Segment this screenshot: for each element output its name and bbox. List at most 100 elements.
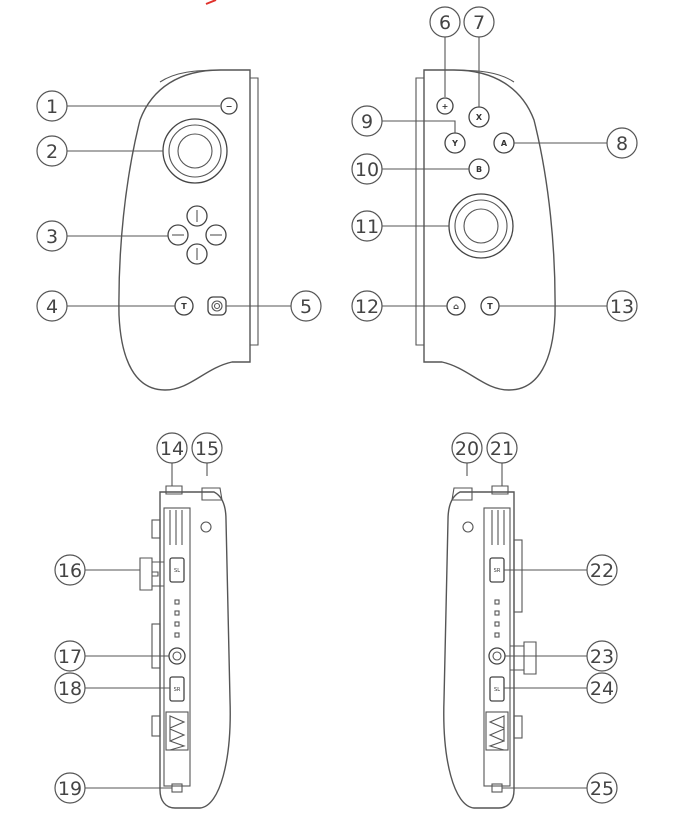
callout-22: 22 [586, 554, 618, 586]
callout-circle-14 [156, 432, 188, 464]
left-controller-front: − T [118, 69, 259, 391]
callout-23: 23 [586, 640, 618, 672]
callout-circle-17 [54, 640, 86, 672]
callout-5: 5 [290, 290, 322, 322]
callout-number-16: 16 [58, 560, 82, 582]
callout-circle-3 [36, 220, 68, 252]
callout-circle-10 [351, 153, 383, 185]
sl-label-right: SL [494, 687, 500, 693]
callout-18: 18 [54, 672, 86, 704]
callout-number-13: 13 [610, 296, 634, 318]
callout-number-12: 12 [355, 296, 379, 318]
callout-15: 15 [191, 432, 223, 464]
callout-circle-2 [36, 135, 68, 167]
callout-number-17: 17 [58, 646, 82, 668]
minus-label: − [226, 102, 233, 111]
callout-number-11: 11 [355, 216, 379, 238]
callout-circle-13 [606, 290, 638, 322]
callout-25: 25 [586, 772, 618, 804]
callout-4: 4 [36, 290, 68, 322]
callout-number-24: 24 [590, 678, 614, 700]
callout-circle-19 [54, 772, 86, 804]
callout-number-20: 20 [455, 438, 479, 460]
callout-circle-9 [351, 105, 383, 137]
callout-number-1: 1 [46, 96, 58, 118]
dpad-buttons[interactable] [167, 205, 227, 265]
sync-button-right[interactable] [488, 647, 506, 665]
callout-circle-21 [486, 432, 518, 464]
callout-number-22: 22 [590, 560, 614, 582]
callout-number-4: 4 [46, 296, 58, 318]
callout-number-10: 10 [355, 159, 379, 181]
callout-circle-22 [586, 554, 618, 586]
callout-2: 2 [36, 135, 68, 167]
right-controller-side: SR SL [443, 485, 537, 809]
minus-button[interactable] [220, 97, 238, 115]
callout-circle-25 [586, 772, 618, 804]
turbo-label-left: T [181, 302, 187, 311]
callout-number-23: 23 [590, 646, 614, 668]
plus-button[interactable] [436, 97, 454, 115]
callout-circle-4 [36, 290, 68, 322]
callout-number-5: 5 [300, 296, 312, 318]
callout-circle-6 [429, 6, 461, 38]
callout-circle-23 [586, 640, 618, 672]
home-label: ⌂ [453, 302, 459, 311]
callout-12: 12 [351, 290, 383, 322]
callout-number-8: 8 [616, 133, 628, 155]
callout-1: 1 [36, 90, 68, 122]
callout-number-7: 7 [473, 12, 485, 34]
b-label: B [476, 165, 482, 174]
callout-number-9: 9 [361, 111, 373, 133]
callout-14: 14 [156, 432, 188, 464]
callout-number-21: 21 [490, 438, 514, 460]
capture-button[interactable] [207, 296, 227, 316]
y-label: Y [451, 139, 458, 148]
callout-number-2: 2 [46, 141, 58, 163]
callout-10: 10 [351, 153, 383, 185]
callout-number-18: 18 [58, 678, 82, 700]
sync-button-left[interactable] [168, 647, 186, 665]
callout-number-25: 25 [590, 778, 614, 800]
callout-17: 17 [54, 640, 86, 672]
callout-8: 8 [606, 127, 638, 159]
callout-circle-24 [586, 672, 618, 704]
callout-6: 6 [429, 6, 461, 38]
callout-number-3: 3 [46, 226, 58, 248]
plus-label: + [442, 102, 449, 111]
callout-7: 7 [463, 6, 495, 38]
left-controller-side: SL SR [139, 485, 231, 809]
callout-circle-5 [290, 290, 322, 322]
sr-button-left[interactable] [169, 676, 185, 702]
callout-number-6: 6 [439, 12, 451, 34]
callout-circle-18 [54, 672, 86, 704]
sl-button-right[interactable] [489, 676, 505, 702]
left-joystick[interactable] [162, 118, 228, 184]
callout-circle-11 [351, 210, 383, 242]
callout-21: 21 [486, 432, 518, 464]
callout-circle-15 [191, 432, 223, 464]
callout-circle-1 [36, 90, 68, 122]
turbo-label-right: T [487, 302, 493, 311]
callout-19: 19 [54, 772, 86, 804]
sr-label-left: SR [174, 687, 181, 693]
callout-circle-8 [606, 127, 638, 159]
callout-20: 20 [451, 432, 483, 464]
callout-circle-20 [451, 432, 483, 464]
callout-13: 13 [606, 290, 638, 322]
callout-number-14: 14 [160, 438, 184, 460]
sl-label-left: SL [174, 568, 180, 574]
sl-button-left[interactable] [169, 557, 185, 583]
red-mark [205, 0, 217, 5]
a-label: A [501, 139, 508, 148]
sr-label-right: SR [494, 568, 501, 574]
callout-11: 11 [351, 210, 383, 242]
callout-line-9 [367, 120, 456, 133]
callout-circle-7 [463, 6, 495, 38]
callout-circle-12 [351, 290, 383, 322]
right-joystick[interactable] [448, 193, 514, 259]
callout-3: 3 [36, 220, 68, 252]
right-controller-front: + X Y A B ⌂ T [415, 69, 556, 391]
